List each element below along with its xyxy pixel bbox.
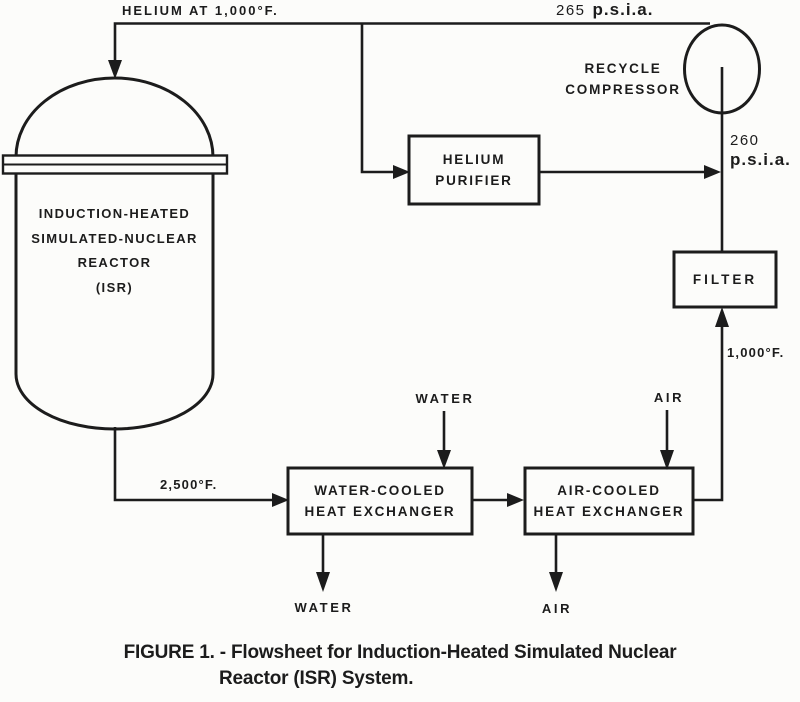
filter-label: FILTER <box>692 272 758 287</box>
pressure-260-value: 260 <box>730 132 760 149</box>
reactor-label-line2: SIMULATED-NUCLEAR <box>31 230 198 246</box>
arrow-water-out-icon <box>316 572 330 592</box>
water-hx-line2: HEAT EXCHANGER <box>304 504 456 519</box>
pressure-265-unit: p.s.i.a. <box>592 0 654 19</box>
arrow-water-in-icon <box>437 450 451 469</box>
temp-1000-label: 1,000°F. <box>727 345 785 360</box>
figure-caption-line1: FIGURE 1. - Flowsheet for Induction-Heat… <box>123 642 677 663</box>
pipe-helium-to-reactor <box>113 22 710 61</box>
pressure-265-label: 265 p.s.i.a. <box>556 0 653 20</box>
helium-purifier-box <box>407 134 541 206</box>
water-hx-label: WATER-COOLED HEAT EXCHANGER <box>288 468 472 534</box>
helium-line-label: HELIUM AT 1,000°F. <box>122 3 279 18</box>
air-in-label: AIR <box>653 390 685 405</box>
arrow-into-waterhx-icon <box>272 493 289 507</box>
air-hx-line2: HEAT EXCHANGER <box>533 504 685 519</box>
reactor-label-line3: REACTOR <box>77 255 152 270</box>
arrow-air-out-icon <box>549 572 563 592</box>
pressure-260-label: 260 p.s.i.a. <box>730 131 791 169</box>
pipe-reactor-outlet <box>113 427 277 502</box>
arrow-into-filter-icon <box>715 307 729 327</box>
reactor-dome <box>14 76 215 158</box>
recycle-compressor-line2: COMPRESSOR <box>565 82 681 97</box>
temp-2500-label: 2,500°F. <box>160 477 218 492</box>
pipe-branch-to-purifier <box>360 23 396 174</box>
reactor-label-line1: INDUCTION-HEATED <box>38 206 191 221</box>
reactor-label: INDUCTION-HEATED SIMULATED-NUCLEAR REACT… <box>16 202 213 300</box>
water-in-label: WATER <box>415 391 475 406</box>
arrow-air-in-icon <box>660 450 674 470</box>
arrow-into-purifier-icon <box>393 165 410 179</box>
arrow-purifier-to-line-icon <box>704 165 721 179</box>
pressure-260-unit: p.s.i.a. <box>730 150 791 169</box>
arrow-into-airhx-icon <box>507 493 524 507</box>
water-hx-line1: WATER-COOLED <box>314 483 446 498</box>
air-hx-line1: AIR-COOLED <box>557 483 661 498</box>
pressure-265-value: 265 <box>556 2 586 19</box>
air-out-label: AIR <box>541 601 573 616</box>
helium-purifier-label: HELIUM PURIFIER <box>409 136 539 204</box>
air-hx-label: AIR-COOLED HEAT EXCHANGER <box>525 468 693 534</box>
figure-caption-line2: Reactor (ISR) System. <box>219 668 414 689</box>
helium-purifier-line2: PURIFIER <box>435 173 513 188</box>
water-out-label: WATER <box>294 600 354 615</box>
reactor-label-line4: (ISR) <box>95 279 134 295</box>
filter-box <box>672 250 778 309</box>
water-hx-box <box>286 466 474 536</box>
helium-purifier-line1: HELIUM <box>442 152 506 167</box>
recycle-compressor-line1: RECYCLE <box>584 61 662 76</box>
pipe-airhx-to-filter <box>693 325 724 502</box>
recycle-compressor-label: RECYCLE COMPRESSOR <box>545 57 701 101</box>
arrow-into-reactor-icon <box>108 60 122 79</box>
